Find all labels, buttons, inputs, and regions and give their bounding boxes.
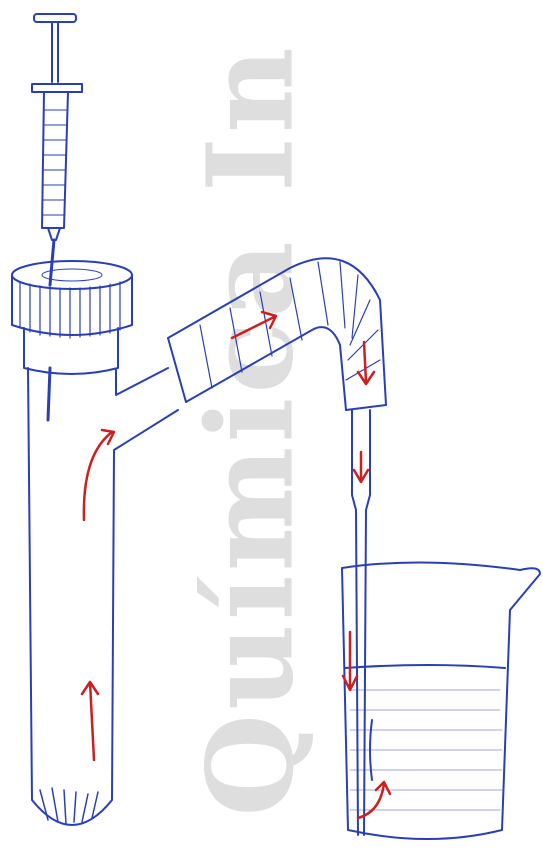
syringe-plunger-rod bbox=[52, 22, 58, 82]
syringe-plunger-head bbox=[34, 14, 76, 22]
beaker-outline bbox=[342, 562, 540, 839]
rubber-tubing bbox=[168, 258, 386, 410]
arrow-up-bottom bbox=[82, 682, 98, 760]
tube-wall bbox=[28, 368, 178, 825]
arrow-down-tube bbox=[354, 452, 368, 482]
arrow-up-curve bbox=[84, 430, 114, 520]
tubing-ends bbox=[168, 338, 386, 410]
beaker-with-liquid bbox=[342, 562, 540, 839]
side-arm-test-tube bbox=[28, 368, 178, 825]
syringe-tip bbox=[48, 228, 60, 240]
tubing-inner bbox=[186, 327, 346, 410]
syringe-barrel bbox=[42, 92, 68, 228]
screw-cap bbox=[12, 261, 132, 374]
syringe bbox=[32, 14, 82, 285]
syringe-flange bbox=[32, 84, 82, 92]
needle-inside bbox=[48, 368, 50, 420]
cap-ridges bbox=[20, 282, 120, 338]
arrow-right-tubing bbox=[232, 312, 276, 338]
side-arm bbox=[116, 368, 168, 395]
tubing-hatching bbox=[200, 262, 380, 388]
solid-reagent bbox=[40, 788, 98, 824]
syringe-graduations bbox=[43, 110, 66, 215]
liquid-hatching bbox=[350, 690, 502, 810]
liquid-surface bbox=[345, 665, 505, 668]
arrow-curl-beaker bbox=[358, 782, 390, 818]
